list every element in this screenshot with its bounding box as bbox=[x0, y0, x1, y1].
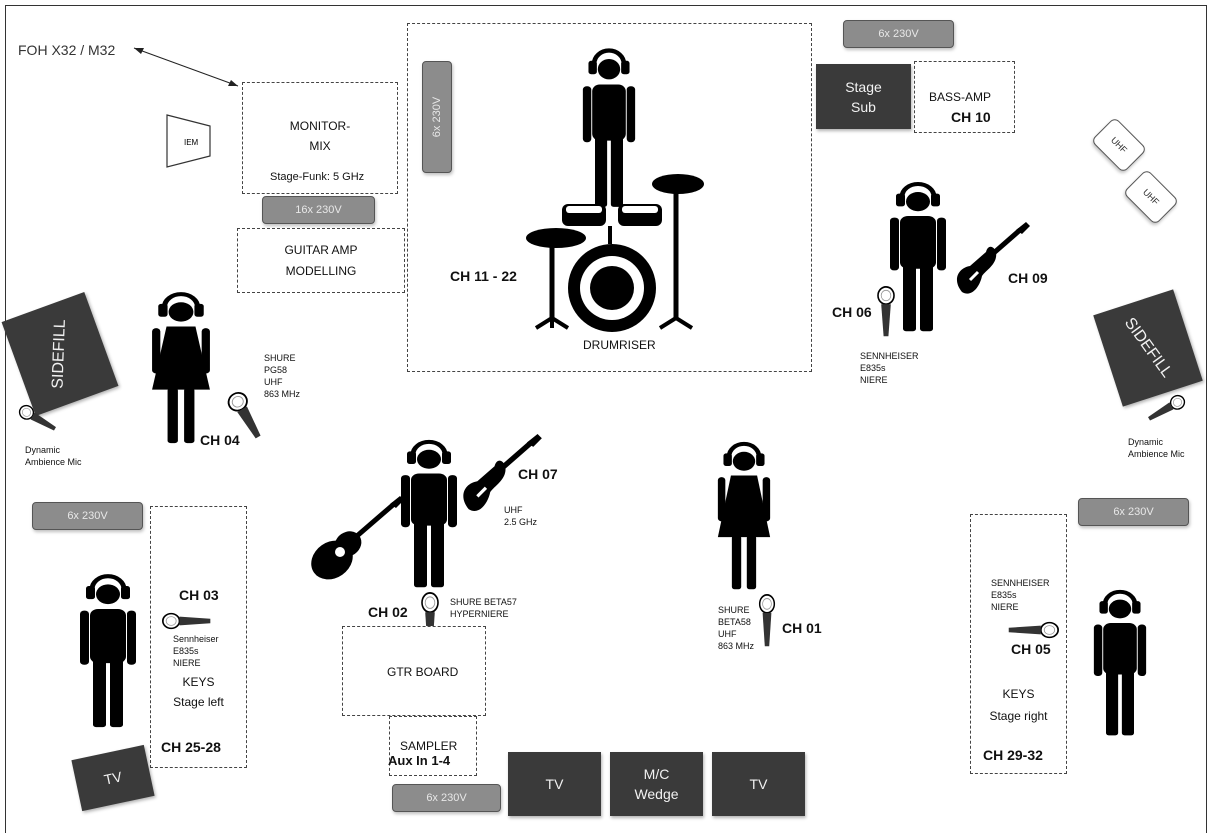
drumriser-box: DRUMRISER CH 11 - 22 bbox=[407, 23, 812, 372]
ch09-label: CH 09 bbox=[1008, 270, 1048, 286]
ch07-label: CH 07 bbox=[518, 466, 558, 482]
ch07-line1: UHF bbox=[504, 505, 523, 515]
keys-left-box: CH 03 Sennheiser E835s NIERE KEYS Stage … bbox=[150, 506, 247, 768]
drumriser-label: DRUMRISER bbox=[583, 338, 656, 352]
tv-center-right: TV bbox=[712, 752, 805, 816]
iem-label: IEM bbox=[184, 138, 199, 147]
power-right: 6x 230V bbox=[1078, 498, 1189, 526]
keys-left-mic1: Sennheiser bbox=[173, 634, 219, 644]
ch04-mic-line4: 863 MHz bbox=[264, 389, 301, 399]
keys-right-box: SENNHEISER E835s NIERE CH 05 KEYS Stage … bbox=[970, 514, 1067, 774]
monitor-mix-line2: MIX bbox=[309, 139, 331, 153]
keys-right-label: KEYS bbox=[1002, 687, 1035, 701]
sampler-line1: SAMPLER bbox=[400, 739, 458, 753]
sidefill-right-label: SIDEFILL bbox=[1121, 314, 1176, 381]
monitor-mix-line1: MONITOR- bbox=[289, 119, 351, 133]
ambience-left-line1: Dynamic bbox=[25, 445, 61, 455]
ch01-mic-line4: 863 MHz bbox=[718, 641, 755, 651]
drum-channels: CH 11 - 22 bbox=[450, 268, 517, 284]
ch06-label: CH 06 bbox=[832, 304, 872, 320]
bass-amp-label: BASS-AMP bbox=[929, 90, 992, 104]
keys-right-figure bbox=[1092, 584, 1148, 740]
sidefill-left-label: SIDEFILL bbox=[49, 319, 70, 389]
guitarist-figure bbox=[399, 434, 459, 592]
ch01-label: CH 01 bbox=[782, 620, 822, 636]
power-top: 6x 230V bbox=[843, 20, 954, 48]
ch06-mic-line3: NIERE bbox=[860, 375, 888, 385]
power-left: 6x 230V bbox=[32, 502, 143, 530]
ch04-mic-line3: UHF bbox=[264, 377, 283, 387]
power-bottom: 6x 230V bbox=[392, 784, 501, 812]
foh-label: FOH X32 / M32 bbox=[18, 42, 116, 58]
keys-left-mic2: E835s bbox=[173, 646, 199, 656]
keys-left-side: Stage left bbox=[173, 695, 224, 709]
mc-wedge-line2: Wedge bbox=[634, 786, 679, 802]
drumkit-icon bbox=[526, 174, 704, 332]
keys-right-mic3: NIERE bbox=[991, 602, 1019, 612]
ch01-mic-line2: BETA58 bbox=[718, 617, 751, 627]
ambience-right-line2: Ambience Mic bbox=[1128, 449, 1185, 459]
guitar-amp-line1: GUITAR AMP bbox=[284, 243, 358, 257]
ch01-mic-line1: SHURE bbox=[718, 605, 750, 615]
mic-ch06 bbox=[874, 286, 898, 338]
mc-wedge: M/C Wedge bbox=[610, 752, 703, 816]
ch02-mic-line1: SHURE BETA57 bbox=[450, 597, 517, 607]
guitar-amp-box: GUITAR AMP MODELLING bbox=[237, 228, 405, 293]
ch04-label: CH 04 bbox=[200, 432, 240, 448]
keys-left-mic3: NIERE bbox=[173, 658, 201, 668]
ch04-mic-line2: PG58 bbox=[264, 365, 288, 375]
keys-left-figure bbox=[78, 568, 138, 732]
keys-left-label: KEYS bbox=[182, 675, 215, 689]
mic-ch01 bbox=[756, 594, 778, 648]
ambience-right-line1: Dynamic bbox=[1128, 437, 1164, 447]
iem-transmitter: IEM bbox=[166, 114, 211, 168]
monitor-mix-box: MONITOR- MIX Stage-Funk: 5 GHz bbox=[242, 82, 398, 194]
keys-right-mic2: E835s bbox=[991, 590, 1017, 600]
stage-sub-line2: Sub bbox=[851, 98, 876, 115]
sampler-line2: Aux In 1-4 bbox=[388, 753, 451, 768]
singer-ch01-figure bbox=[716, 436, 772, 594]
ch04-mic-line1: SHURE bbox=[264, 353, 296, 363]
ch05-label: CH 05 bbox=[1011, 641, 1051, 657]
stage-sub-line1: Stage bbox=[845, 78, 882, 95]
mic-ch05 bbox=[1007, 619, 1059, 641]
power-drum: 6x 230V bbox=[422, 61, 452, 173]
power-drum-label: 6x 230V bbox=[431, 96, 443, 138]
keys-right-mic1: SENNHEISER bbox=[991, 578, 1050, 588]
sampler-box: SAMPLER Aux In 1-4 bbox=[388, 716, 477, 776]
ch06-mic-line1: SENNHEISER bbox=[860, 351, 919, 361]
ch07-line2: 2.5 GHz bbox=[504, 517, 538, 527]
power-16x: 16x 230V bbox=[262, 196, 375, 224]
acoustic-guitar bbox=[306, 496, 406, 586]
stage-frame bbox=[5, 5, 1207, 833]
gtr-board-box: GTR BOARD bbox=[342, 626, 486, 716]
bass-amp-box: BASS-AMP CH 10 bbox=[914, 61, 1015, 133]
keys-right-side: Stage right bbox=[989, 709, 1048, 723]
gtr-board-label: GTR BOARD bbox=[387, 665, 459, 679]
stage-sub: Stage Sub bbox=[816, 64, 911, 129]
ch02-mic-line2: HYPERNIERE bbox=[450, 609, 509, 619]
guitar-amp-line2: MODELLING bbox=[285, 264, 357, 278]
mic-ch03 bbox=[162, 610, 212, 632]
ambience-left-line2: Ambience Mic bbox=[25, 457, 82, 467]
tv-center-left: TV bbox=[508, 752, 601, 816]
monitor-mix-funk: Stage-Funk: 5 GHz bbox=[270, 171, 365, 183]
singer-ch04-figure bbox=[150, 286, 212, 448]
ch06-mic-line2: E835s bbox=[860, 363, 886, 373]
keys-right-channels: CH 29-32 bbox=[983, 747, 1043, 763]
guitar-ch09 bbox=[952, 222, 1032, 302]
keys-left-channels: CH 25-28 bbox=[161, 739, 221, 755]
ch03-label: CH 03 bbox=[179, 587, 219, 603]
bass-amp-channel: CH 10 bbox=[951, 109, 991, 125]
mc-wedge-line1: M/C bbox=[643, 766, 670, 782]
ch01-mic-line3: UHF bbox=[718, 629, 737, 639]
ch02-label: CH 02 bbox=[368, 604, 408, 620]
